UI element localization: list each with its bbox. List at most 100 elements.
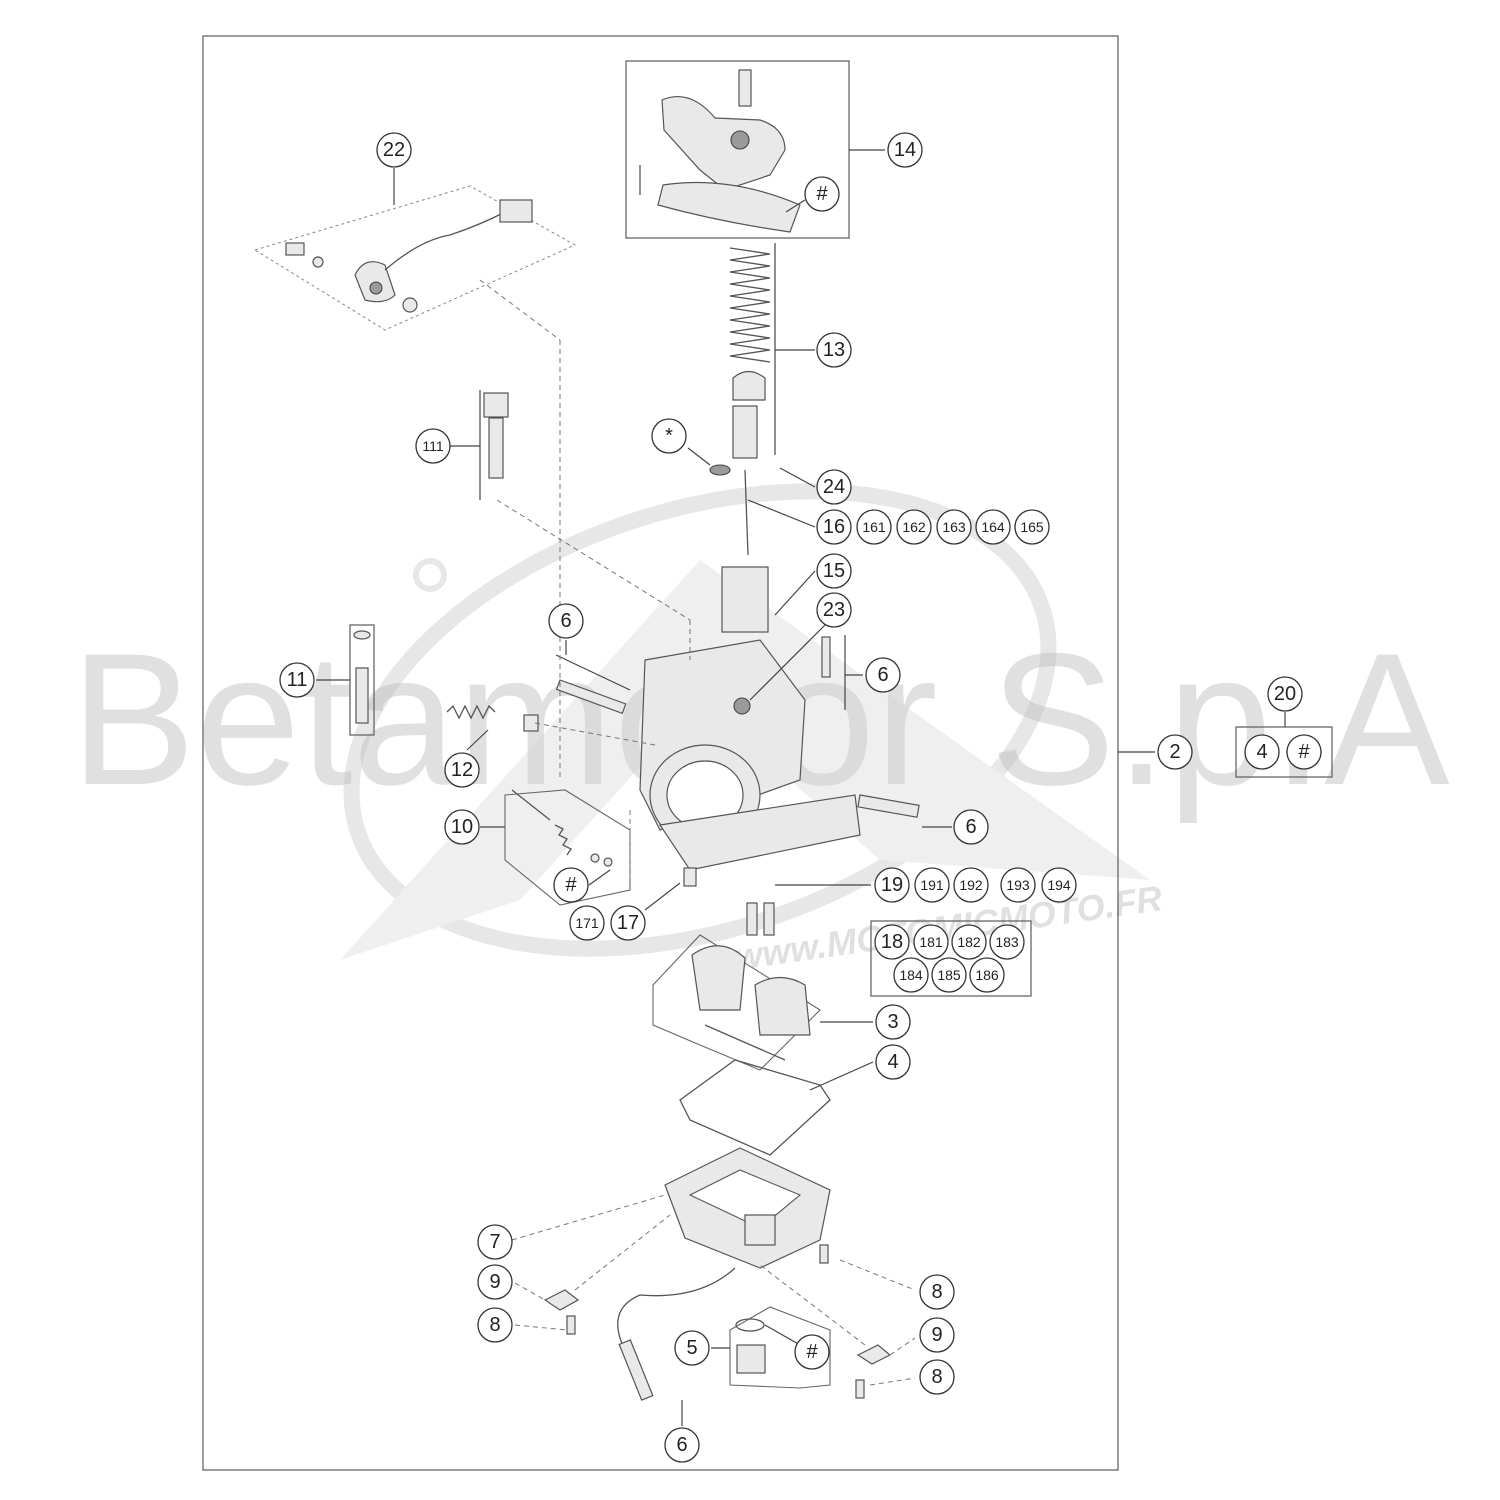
svg-text:22: 22 [383,139,405,161]
svg-text:6: 6 [560,610,571,632]
throttle-sensor [253,185,577,331]
svg-text:20: 20 [1274,683,1296,705]
callout-10-hash[interactable]: # [553,867,589,903]
svg-text:163: 163 [942,519,966,535]
callout-165[interactable]: 165 [1014,509,1050,545]
screw-set-10 [504,789,631,906]
callout-161[interactable]: 161 [856,509,892,545]
svg-text:#: # [565,874,577,896]
svg-text:12: 12 [451,759,473,781]
callout-186[interactable]: 186 [969,957,1005,993]
svg-text:13: 13 [823,339,845,361]
svg-text:182: 182 [957,934,981,950]
callout-162[interactable]: 162 [896,509,932,545]
main-frame [202,35,1119,1471]
svg-text:9: 9 [489,1271,500,1293]
svg-text:184: 184 [899,967,923,983]
callout-194[interactable]: 194 [1041,867,1077,903]
callout-182[interactable]: 182 [951,924,987,960]
callout-18[interactable]: 18 [874,924,910,960]
svg-text:6: 6 [965,816,976,838]
callout-star[interactable]: * [651,418,687,454]
svg-text:4: 4 [887,1051,898,1073]
callout-24[interactable]: 24 [816,469,852,505]
needle-holder [732,370,766,459]
callout-193[interactable]: 193 [1000,867,1036,903]
callout-14-hash[interactable]: # [804,176,840,212]
washer [709,464,731,476]
callout-12[interactable]: 12 [444,752,480,788]
svg-text:15: 15 [823,560,845,582]
callout-185[interactable]: 185 [931,957,967,993]
svg-text:2: 2 [1169,741,1180,763]
callout-6-upper-left[interactable]: 6 [548,603,584,639]
svg-text:9: 9 [931,1324,942,1346]
svg-text:164: 164 [981,519,1005,535]
callout-171[interactable]: 171 [569,905,605,941]
callout-184[interactable]: 184 [893,957,929,993]
svg-text:6: 6 [877,664,888,686]
callout-181[interactable]: 181 [913,924,949,960]
bowl-gasket [679,1059,831,1156]
callout-14[interactable]: 14 [887,132,923,168]
callout-3[interactable]: 3 [875,1004,911,1040]
svg-text:192: 192 [959,877,983,893]
callout-183[interactable]: 183 [989,924,1025,960]
svg-text:10: 10 [451,816,473,838]
callout-20[interactable]: 20 [1267,676,1303,712]
callout-8-right-bottom[interactable]: 8 [919,1359,955,1395]
callout-15[interactable]: 15 [816,553,852,589]
needle [744,469,749,556]
group-frame-20 [1235,726,1333,778]
callout-20-4[interactable]: 4 [1244,734,1280,770]
bracket-9b [856,1344,892,1365]
callout-5-hash[interactable]: # [794,1334,830,1370]
svg-text:165: 165 [1020,519,1044,535]
callout-8-right-top[interactable]: 8 [919,1274,955,1310]
adjust-screw-12 [446,704,539,732]
callout-7[interactable]: 7 [477,1224,513,1260]
needle-jet-icon [746,902,775,936]
callout-6-upper-right[interactable]: 6 [865,657,901,693]
callout-23[interactable]: 23 [816,592,852,628]
svg-text:19: 19 [881,874,903,896]
dashed-guides [479,279,916,1386]
svg-text:5: 5 [686,1337,697,1359]
svg-text:185: 185 [937,967,961,983]
svg-text:6: 6 [676,1434,687,1456]
callout-164[interactable]: 164 [975,509,1011,545]
callout-19[interactable]: 19 [874,867,910,903]
cap-set-11 [349,624,375,736]
callout-17[interactable]: 17 [610,905,646,941]
float-bowl [664,1147,831,1269]
callout-16[interactable]: 16 [816,509,852,545]
callout-13[interactable]: 13 [816,332,852,368]
top-cap [639,69,801,233]
callout-191[interactable]: 191 [914,867,950,903]
svg-text:181: 181 [919,934,943,950]
svg-text:8: 8 [489,1314,500,1336]
callout-11[interactable]: 11 [279,662,315,698]
svg-text:#: # [1298,741,1310,763]
callout-2[interactable]: 2 [1157,734,1193,770]
callout-9-left[interactable]: 9 [477,1264,513,1300]
carburetor-body [639,566,861,871]
callout-20-hash[interactable]: # [1286,734,1322,770]
callout-9-right[interactable]: 9 [919,1317,955,1353]
callout-22[interactable]: 22 [376,132,412,168]
callout-111[interactable]: 111 [415,428,451,464]
callout-10[interactable]: 10 [444,809,480,845]
svg-text:191: 191 [920,877,944,893]
drain-plug [729,1306,831,1389]
svg-text:17: 17 [617,912,639,934]
callout-6-middle-right[interactable]: 6 [953,809,989,845]
callout-163[interactable]: 163 [936,509,972,545]
callout-8-left[interactable]: 8 [477,1307,513,1343]
svg-text:#: # [816,183,828,205]
svg-text:171: 171 [575,915,599,931]
callout-5[interactable]: 5 [674,1330,710,1366]
callout-192[interactable]: 192 [953,867,989,903]
callout-6-bottom[interactable]: 6 [664,1427,700,1463]
callout-4[interactable]: 4 [875,1044,911,1080]
svg-text:24: 24 [823,476,845,498]
